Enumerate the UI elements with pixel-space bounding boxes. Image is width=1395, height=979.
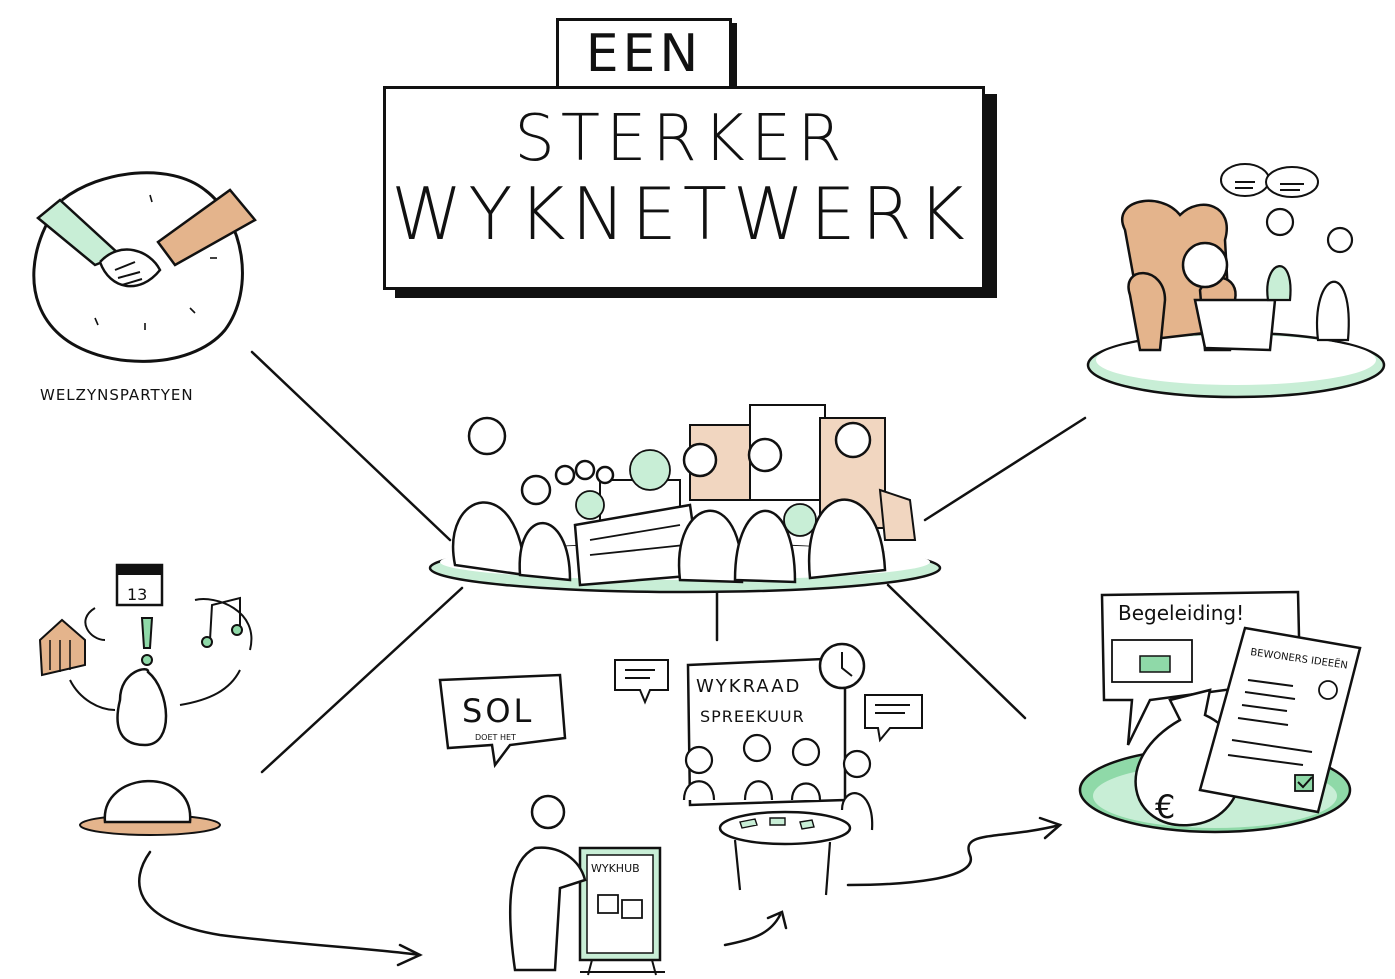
buildings-icon bbox=[599, 404, 917, 541]
line-to-events bbox=[260, 586, 464, 774]
circus-tent-icon bbox=[38, 618, 86, 677]
people-crowd-icon bbox=[452, 416, 887, 584]
line-to-support bbox=[886, 583, 1027, 720]
title-een: EEN bbox=[585, 24, 703, 84]
events-group: 13 bbox=[38, 563, 253, 836]
calendar-icon: 13 bbox=[115, 563, 164, 607]
title-box bbox=[383, 86, 985, 290]
line-to-armchair bbox=[923, 416, 1087, 522]
flow-arrow-2 bbox=[723, 913, 782, 947]
title-line-2: WYKNETWERK bbox=[391, 172, 971, 256]
exclamation-icon bbox=[140, 617, 154, 666]
meeting-table-icon bbox=[718, 810, 852, 896]
flow-arrow-3 bbox=[846, 823, 1062, 887]
handshake-icon bbox=[36, 188, 257, 288]
wijkraad-board: WYKRAAD SPREEKUUR bbox=[686, 656, 847, 807]
presenter-icon bbox=[508, 794, 587, 972]
line-to-welzijn bbox=[250, 350, 452, 542]
handshake-circle bbox=[32, 171, 244, 363]
flow-arrow-1 bbox=[138, 850, 422, 957]
armchair-icon bbox=[1121, 199, 1277, 352]
checkbox-icon bbox=[1294, 774, 1314, 792]
music-note-icon bbox=[201, 596, 243, 648]
speech-bubble-icon bbox=[614, 659, 923, 743]
person-standing-icon bbox=[1265, 207, 1354, 342]
title-line-1: STERKER bbox=[514, 102, 848, 176]
trees-icon bbox=[575, 449, 817, 537]
wijkraad-subtitle: SPREEKUUR bbox=[700, 707, 805, 726]
connector-lines bbox=[138, 350, 1087, 967]
wijkraad-group: SOL DOET HET WYKRAAD SPREEKUUR bbox=[438, 642, 923, 976]
person-head-icon bbox=[79, 668, 221, 836]
wijkhub-board: WYKHUB bbox=[578, 846, 665, 976]
clock-icon bbox=[818, 642, 866, 690]
support-group: Begeleiding! € BEWONERS IDEEËN bbox=[1078, 590, 1362, 834]
wijkhub-label: WYKHUB bbox=[591, 862, 640, 875]
community-group bbox=[428, 404, 942, 594]
sol-text: SOL bbox=[462, 692, 534, 730]
sol-subtext: DOET HET bbox=[475, 733, 516, 742]
welzijn-label: WELZYNSPARTYEN bbox=[40, 386, 194, 404]
begeleiding-text: Begeleiding! bbox=[1118, 601, 1244, 625]
speech-bubble-icon bbox=[1220, 163, 1319, 198]
meeting-people-icon bbox=[682, 733, 874, 831]
lightbulb-icon bbox=[1318, 680, 1338, 700]
calendar-day: 13 bbox=[127, 585, 147, 604]
euro-sign: € bbox=[1155, 788, 1175, 826]
armchair-group bbox=[1086, 163, 1386, 399]
title-een-box: EEN bbox=[556, 18, 732, 90]
welzijn-group: WELZYNSPARTYEN bbox=[32, 171, 257, 404]
sol-bubble: SOL DOET HET bbox=[438, 673, 567, 769]
document-icon: BEWONERS IDEEËN bbox=[1198, 626, 1362, 814]
wijkraad-title: WYKRAAD bbox=[696, 676, 801, 697]
